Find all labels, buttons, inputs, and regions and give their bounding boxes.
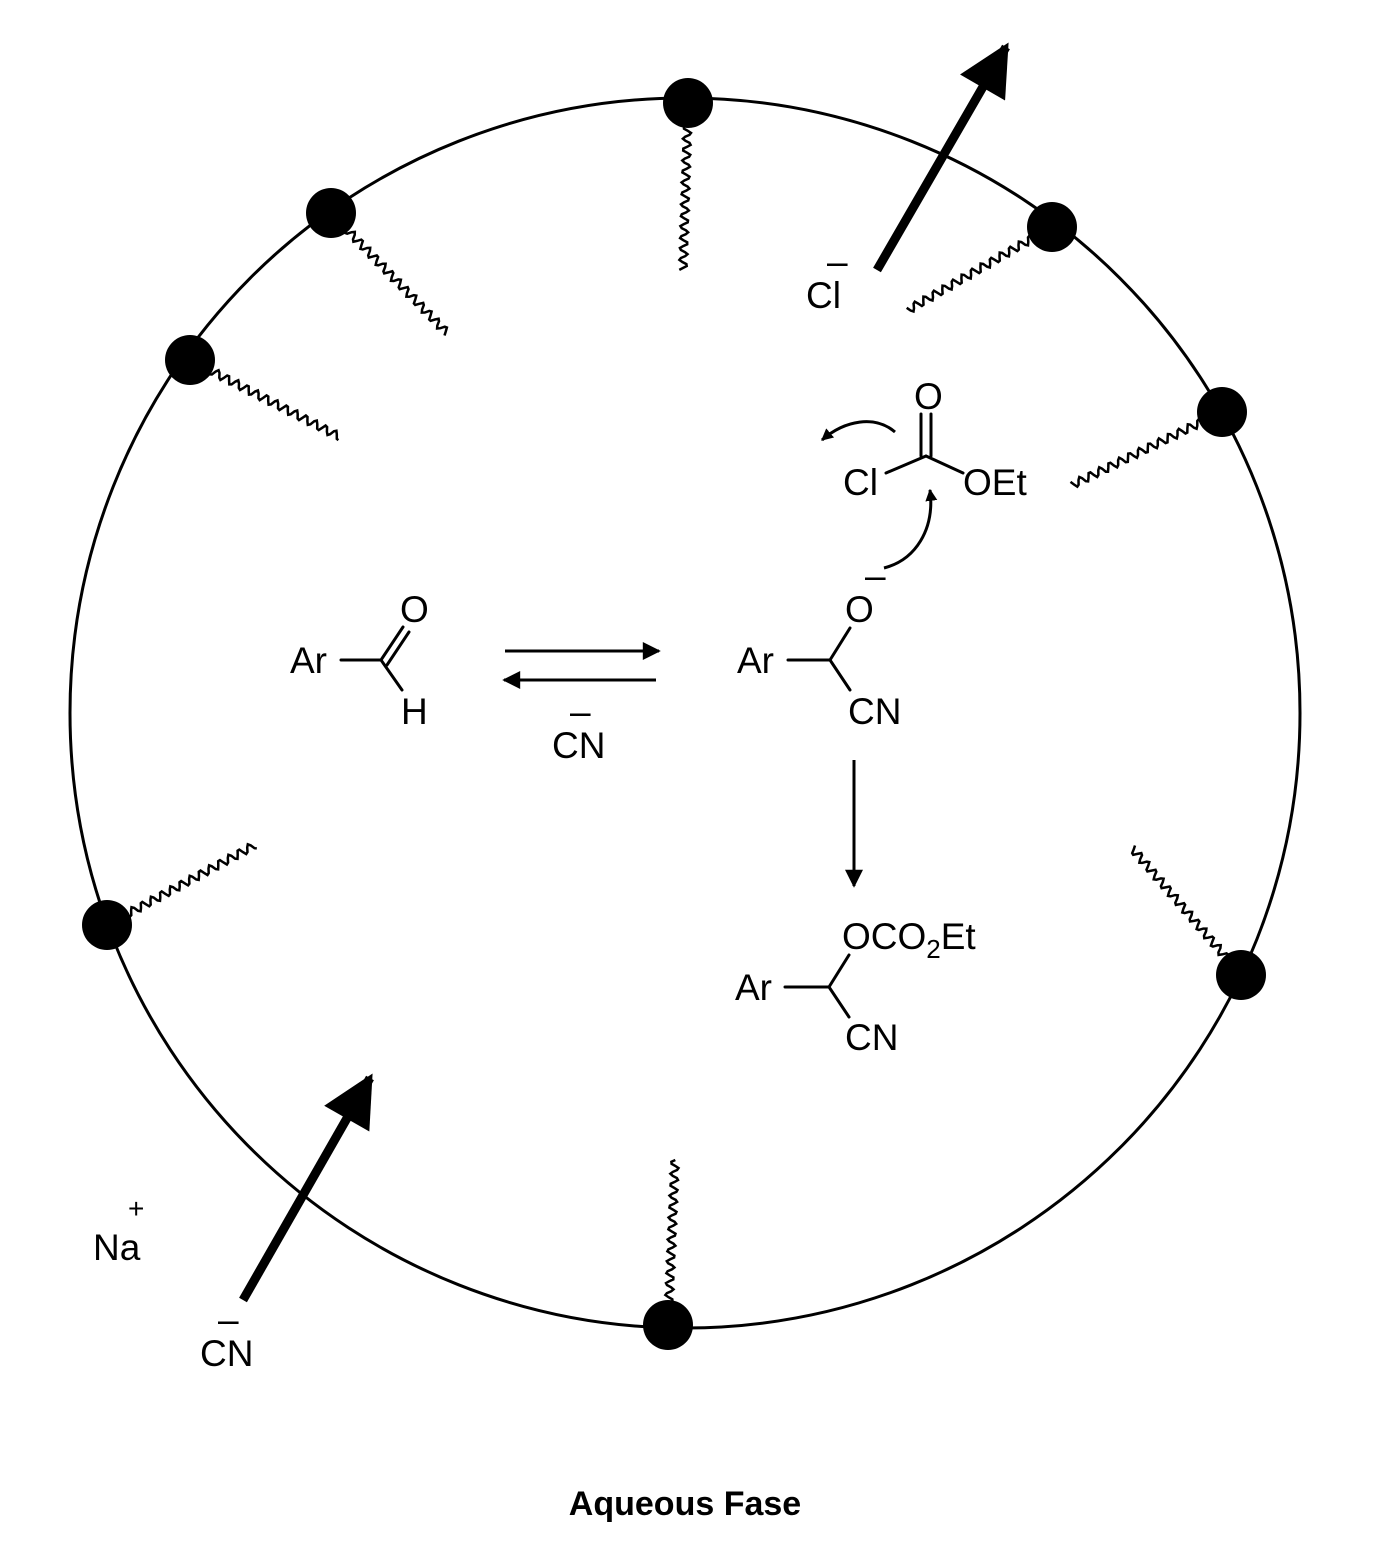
aldehyde-structure: Ar O H [290, 589, 429, 732]
cyanohydrin-cn: CN [848, 691, 901, 732]
aldehyde-double-bond-2 [385, 630, 411, 667]
product-bond-c-o [827, 953, 851, 989]
aldehyde-ar: Ar [290, 640, 327, 681]
surfactant-heads [82, 78, 1266, 1350]
product-subscript-2: 2 [926, 934, 940, 964]
aldehyde-o: O [400, 589, 429, 630]
cyanide-outer-label: CN [200, 1333, 253, 1374]
surfactant-head [165, 335, 215, 385]
phase-caption: Aqueous Fase [569, 1485, 801, 1523]
surfactant-head [643, 1300, 693, 1350]
product-bond-c-cn [827, 985, 851, 1019]
ethyl-chloroformate-structure: O Cl OEt [843, 376, 1027, 503]
chloride-leaving-arrow [821, 420, 896, 442]
chloroformate-bond-oet [924, 454, 965, 475]
surfactant-tail [1069, 407, 1223, 489]
product-cn: CN [845, 1017, 898, 1058]
chloroformate-o: O [914, 376, 943, 417]
cyanide-catalyst-charge: – [570, 691, 591, 732]
surfactant-head [1216, 950, 1266, 1000]
cyanohydrin-ar: Ar [737, 640, 774, 681]
micelle-boundary [68, 96, 1302, 1330]
surfactant-tails [106, 101, 1245, 1327]
surfactant-head [1027, 202, 1077, 252]
surfactant-tail [677, 101, 694, 272]
cyanohydrin-bond-c-o [828, 626, 852, 662]
surfactant-head [1197, 387, 1247, 437]
aldehyde-bond-c-h [379, 658, 404, 692]
product-et: Et [941, 916, 977, 957]
surfactant-tail [106, 842, 257, 929]
cyanohydrin-bond-c-cn [828, 658, 852, 692]
chloride-charge: – [827, 241, 848, 282]
cyanide-entry-arrow [239, 1073, 374, 1303]
chloroformate-bond-cl [884, 454, 928, 475]
product-oco2et: OCO2Et [842, 916, 976, 964]
cyanohydrin-o-charge: – [865, 555, 886, 596]
surfactant-head [663, 78, 713, 128]
surfactant-tail [328, 212, 449, 336]
surfactant-head [306, 188, 356, 238]
product-oco: OCO [842, 916, 926, 957]
sodium-charge: + [128, 1193, 144, 1224]
aldehyde-double-bond-1 [379, 625, 405, 662]
surfactant-tail [662, 1158, 681, 1327]
cyanohydrin-o: O [845, 589, 874, 630]
alkoxide-attack-arrow [883, 488, 938, 570]
cyanohydrin-anion-structure: Ar O – CN [737, 555, 901, 732]
sodium-label: Na [93, 1227, 141, 1268]
chloroformate-cl: Cl [843, 462, 878, 503]
product-structure: Ar OCO2Et CN [735, 916, 976, 1058]
aldehyde-h: H [401, 691, 428, 732]
chloroformate-oet: OEt [963, 462, 1027, 503]
surfactant-tail [1130, 845, 1245, 976]
surfactant-tail [188, 358, 340, 442]
surfactant-head [82, 900, 132, 950]
surfactant-tail [905, 223, 1053, 314]
product-ar: Ar [735, 967, 772, 1008]
chloride-exit-arrow [873, 42, 1010, 273]
cyanide-outer-charge: – [218, 1299, 239, 1340]
cyanide-catalyst-label: CN [552, 725, 605, 766]
chloride-label: Cl [806, 275, 841, 316]
